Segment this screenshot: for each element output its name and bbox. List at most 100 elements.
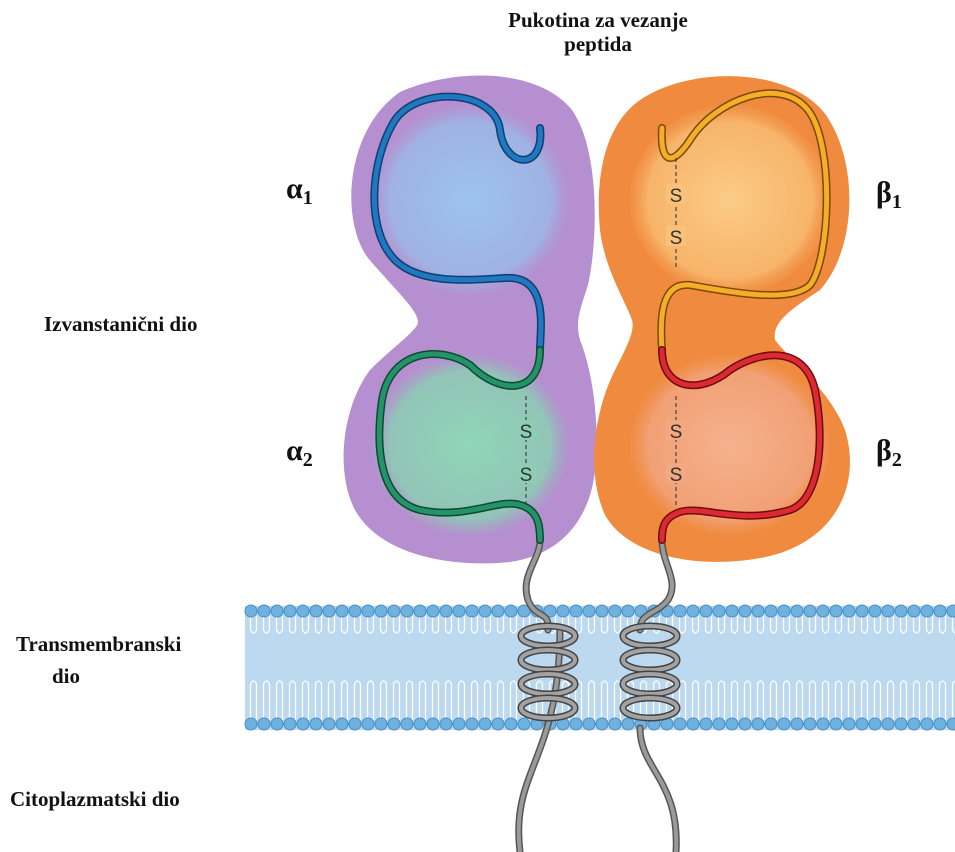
lipid-head (401, 718, 413, 730)
lipid-head (349, 718, 361, 730)
lipid-head (440, 605, 452, 617)
lipid-head (258, 718, 270, 730)
peptide-groove-label-line1: Pukotina za vezanje (508, 8, 688, 32)
lipid-head (947, 605, 955, 617)
lipid-head (570, 718, 582, 730)
lipid-head (908, 605, 920, 617)
lipid-head (869, 718, 881, 730)
lipid-head (414, 605, 426, 617)
sulfur-label: S (520, 422, 533, 443)
alpha2-label: α2 (286, 434, 313, 471)
sulfur-label: S (670, 422, 683, 443)
lipid-head (375, 605, 387, 617)
lipid-head (869, 605, 881, 617)
lipid-head (362, 605, 374, 617)
lipid-head (245, 718, 257, 730)
lipid-head (596, 605, 608, 617)
alpha1-label: α1 (286, 172, 313, 209)
lipid-head (778, 718, 790, 730)
lipid-head (778, 605, 790, 617)
sulfur-label: S (670, 186, 683, 207)
lipid-head (622, 718, 634, 730)
lipid-head (843, 718, 855, 730)
lipid-head (895, 605, 907, 617)
lipid-head (427, 605, 439, 617)
lipid-head (817, 605, 829, 617)
lipid-head (674, 605, 686, 617)
cell-membrane (245, 605, 955, 730)
lipid-head (752, 718, 764, 730)
lipid-head (765, 605, 777, 617)
lipid-head (466, 605, 478, 617)
lipid-head (297, 718, 309, 730)
lipid-head (479, 718, 491, 730)
lipid-head (609, 605, 621, 617)
lipid-head (622, 605, 634, 617)
lipid-head (596, 718, 608, 730)
lipid-head (856, 605, 868, 617)
lipid-head (752, 605, 764, 617)
lipid-head (947, 718, 955, 730)
peptide-groove-label-line2: peptida (564, 32, 632, 56)
lipid-head (492, 718, 504, 730)
lipid-head (388, 718, 400, 730)
lipid-head (791, 718, 803, 730)
lipid-head (336, 605, 348, 617)
lipid-head (817, 718, 829, 730)
lipid-head (323, 718, 335, 730)
lipid-head (310, 605, 322, 617)
lipid-head (453, 718, 465, 730)
lipid-head (713, 718, 725, 730)
lipid-head (284, 605, 296, 617)
lipid-head (921, 718, 933, 730)
lipid-head (830, 718, 842, 730)
cytoplasmic-label: Citoplazmatski dio (10, 787, 180, 811)
beta1-label: β1 (876, 176, 902, 213)
lipid-head (336, 718, 348, 730)
lipid-head (271, 718, 283, 730)
lipid-head (310, 718, 322, 730)
lipid-head (505, 718, 517, 730)
transmembrane-label-line2: dio (52, 664, 80, 688)
lipid-head (609, 718, 621, 730)
lipid-head (323, 605, 335, 617)
lipid-head (388, 605, 400, 617)
lipid-head (700, 605, 712, 617)
lipid-head (245, 605, 257, 617)
lipid-head (739, 605, 751, 617)
lipid-head (921, 605, 933, 617)
lipid-head (804, 718, 816, 730)
lipid-head (804, 605, 816, 617)
lipid-head (505, 605, 517, 617)
lipid-head (570, 605, 582, 617)
lipid-head (739, 718, 751, 730)
lipid-head (791, 605, 803, 617)
lipid-head (583, 605, 595, 617)
lipid-head (414, 718, 426, 730)
lipid-head (830, 605, 842, 617)
sulfur-label: S (520, 465, 533, 486)
lipid-head (934, 605, 946, 617)
lipid-heads-outer (245, 605, 955, 617)
lipid-head (297, 605, 309, 617)
lipid-head (557, 605, 569, 617)
sulfur-label: S (670, 465, 683, 486)
lipid-head (349, 605, 361, 617)
sulfur-label: S (670, 228, 683, 249)
lipid-head (700, 718, 712, 730)
lipid-head (882, 718, 894, 730)
lipid-head (856, 718, 868, 730)
lipid-head (674, 718, 686, 730)
lipid-head (726, 605, 738, 617)
beta2-label: β2 (876, 434, 902, 471)
lipid-head (882, 605, 894, 617)
lipid-head (895, 718, 907, 730)
lipid-head (492, 605, 504, 617)
lipid-head (479, 605, 491, 617)
extracellular-label: Izvanstanični dio (44, 312, 197, 336)
lipid-head (908, 718, 920, 730)
lipid-head (284, 718, 296, 730)
lipid-head (687, 718, 699, 730)
lipid-head (401, 605, 413, 617)
